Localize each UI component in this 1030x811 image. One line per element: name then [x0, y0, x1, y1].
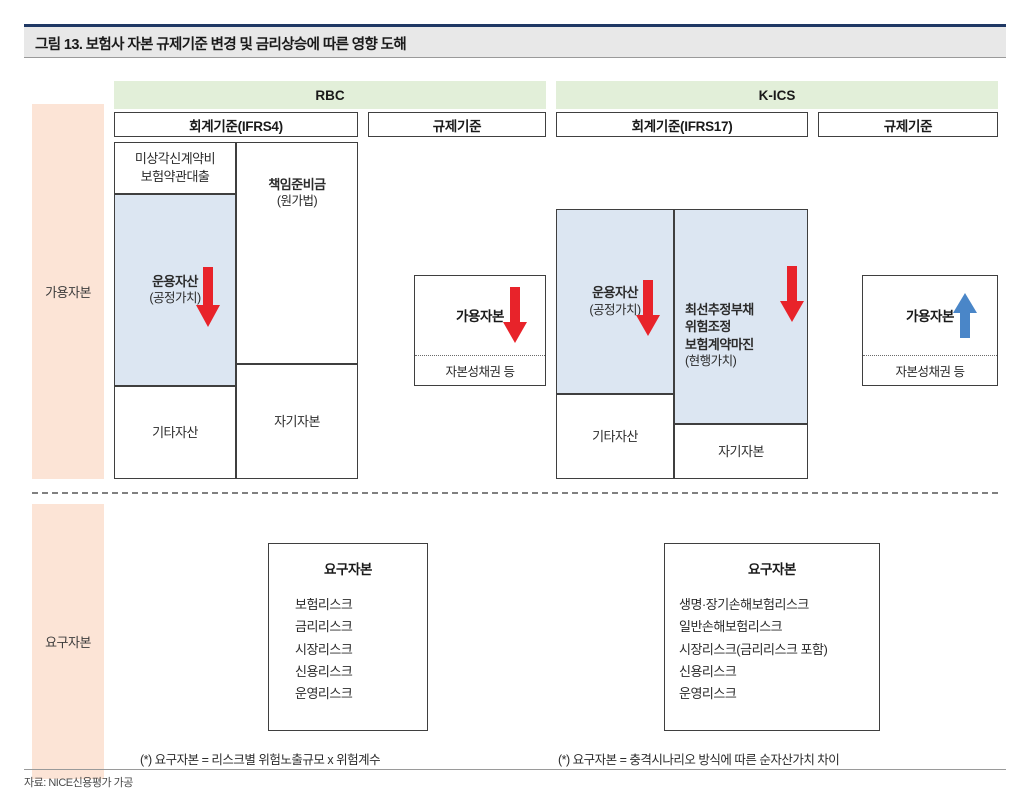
- rbc-liability-equity-label: 자기자본: [274, 413, 320, 429]
- kics-required-capital-items: 생명·장기손해보험리스크 일반손해보험리스크 시장리스크(금리리스크 포함) 신…: [665, 594, 879, 706]
- rbc-asset-investment-sub: (공정가치): [149, 291, 201, 306]
- list-item: 신용리스크: [679, 664, 737, 680]
- kics-available-capital-divider: [863, 355, 997, 356]
- kics-asset-investment-label: 운용자산: [592, 285, 638, 301]
- source-note: 자료: NICE신용평가 가공: [24, 777, 133, 789]
- subheader-rbc-accounting-label: 회계기준(IFRS4): [189, 118, 283, 134]
- kics-available-capital-footer: 자본성채권 등: [895, 365, 965, 379]
- kics-liability-line1: 최선추정부채: [685, 301, 754, 317]
- rbc-liability-reserve-label: 책임준비금: [268, 176, 326, 192]
- rbc-available-capital-divider: [415, 355, 545, 356]
- kics-liability-equity: 자기자본: [674, 424, 808, 479]
- list-item: 신용리스크: [295, 664, 353, 680]
- figure-container: 그림 13. 보험사 자본 규제기준 변경 및 금리상승에 따른 영향 도해 가…: [24, 24, 1006, 789]
- rbc-asset-investment-label: 운용자산: [152, 273, 198, 289]
- figure-title: 그림 13. 보험사 자본 규제기준 변경 및 금리상승에 따른 영향 도해: [35, 37, 407, 53]
- subheader-kics-regulatory: 규제기준: [818, 112, 998, 137]
- kics-liability-line2: 위험조정: [685, 319, 731, 335]
- list-item: 운영리스크: [295, 686, 353, 702]
- rbc-available-capital-box: [414, 275, 546, 386]
- list-item: 운영리스크: [679, 686, 737, 702]
- regime-header-kics-label: K-ICS: [758, 87, 796, 103]
- subheader-rbc-regulatory: 규제기준: [368, 112, 546, 137]
- list-item: 일반손해보험리스크: [679, 619, 783, 635]
- subheader-kics-accounting: 회계기준(IFRS17): [556, 112, 808, 137]
- kics-asset-other-label: 기타자산: [592, 428, 638, 444]
- kics-footnote: (*) 요구자본 = 충격시나리오 방식에 따른 순자산가치 차이: [558, 753, 840, 767]
- kics-liability-sub: (현행가치): [685, 354, 737, 369]
- subheader-kics-accounting-label: 회계기준(IFRS17): [631, 118, 733, 134]
- rbc-liability-reserve-sub: (원가법): [276, 194, 318, 209]
- rbc-required-capital-title: 요구자본: [323, 562, 373, 577]
- regime-header-rbc-label: RBC: [315, 87, 345, 103]
- kics-available-capital-up-arrow-icon: [953, 293, 977, 338]
- rbc-footnote: (*) 요구자본 = 리스크별 위험노출규모 x 위험계수: [140, 753, 381, 767]
- kics-asset-investment-down-arrow-icon: [636, 280, 660, 336]
- kics-asset-investment-sub: (공정가치): [589, 302, 641, 317]
- kics-required-capital-box: 요구자본 생명·장기손해보험리스크 일반손해보험리스크 시장리스크(금리리스크 …: [664, 543, 880, 731]
- subheader-kics-regulatory-label: 규제기준: [883, 118, 933, 134]
- rbc-asset-intangibles-line2: 보험약관대출: [140, 169, 210, 184]
- rbc-required-capital-box: 요구자본 보험리스크 금리리스크 시장리스크 신용리스크 운영리스크: [268, 543, 428, 731]
- rbc-asset-investment: 운용자산 (공정가치): [114, 194, 236, 386]
- rbc-asset-other-label: 기타자산: [152, 424, 198, 440]
- kics-liability-line3: 보험계약마진: [685, 336, 754, 352]
- rbc-asset-other: 기타자산: [114, 386, 236, 479]
- list-item: 금리리스크: [295, 619, 353, 635]
- list-item: 시장리스크(금리리스크 포함): [679, 641, 828, 657]
- list-item: 보험리스크: [295, 597, 353, 612]
- rbc-liability-reserve: 책임준비금 (원가법): [236, 142, 358, 364]
- list-item: 시장리스크: [295, 641, 353, 657]
- regime-header-rbc: RBC: [114, 81, 546, 109]
- title-bar: [24, 27, 1006, 58]
- rail-available-capital: 가용자본: [32, 104, 104, 479]
- rbc-available-capital-footer: 자본성채권 등: [445, 365, 515, 379]
- source-rule: [24, 769, 1006, 770]
- kics-available-capital-box: [862, 275, 998, 386]
- rbc-asset-intangibles-line1: 미상각신계약비: [134, 151, 216, 167]
- rbc-asset-intangibles: 미상각신계약비 보험약관대출: [114, 142, 236, 194]
- rbc-liability-equity: 자기자본: [236, 364, 358, 479]
- rail-required-capital-label: 요구자본: [45, 635, 91, 650]
- subheader-rbc-regulatory-label: 규제기준: [432, 118, 482, 134]
- rail-required-capital: 요구자본: [32, 504, 104, 779]
- subheader-rbc-accounting: 회계기준(IFRS4): [114, 112, 358, 137]
- title-top-rule: [24, 24, 1006, 27]
- rbc-required-capital-items: 보험리스크 금리리스크 시장리스크 신용리스크 운영리스크: [269, 594, 427, 706]
- rbc-available-capital-title-area: 가용자본: [414, 275, 546, 355]
- rbc-available-capital-footer-area: 자본성채권 등: [414, 355, 546, 386]
- kics-liability-down-arrow-icon: [780, 266, 804, 322]
- rbc-asset-investment-down-arrow-icon: [196, 267, 220, 327]
- rbc-available-capital-down-arrow-icon: [503, 287, 527, 343]
- section-divider: [32, 492, 998, 494]
- kics-liability-best-estimate: 최선추정부채 위험조정 보험계약마진 (현행가치): [674, 209, 808, 424]
- kics-asset-investment: 운용자산 (공정가치): [556, 209, 674, 394]
- kics-liability-equity-label: 자기자본: [718, 443, 764, 459]
- rbc-available-capital-title: 가용자본: [455, 309, 505, 324]
- kics-asset-other: 기타자산: [556, 394, 674, 479]
- kics-available-capital-title: 가용자본: [905, 309, 955, 324]
- kics-available-capital-title-area: 가용자본: [862, 275, 998, 355]
- list-item: 생명·장기손해보험리스크: [679, 597, 809, 612]
- kics-available-capital-footer-area: 자본성채권 등: [862, 355, 998, 386]
- regime-header-kics: K-ICS: [556, 81, 998, 109]
- rail-available-capital-label: 가용자본: [45, 285, 91, 300]
- kics-required-capital-title: 요구자본: [747, 562, 797, 577]
